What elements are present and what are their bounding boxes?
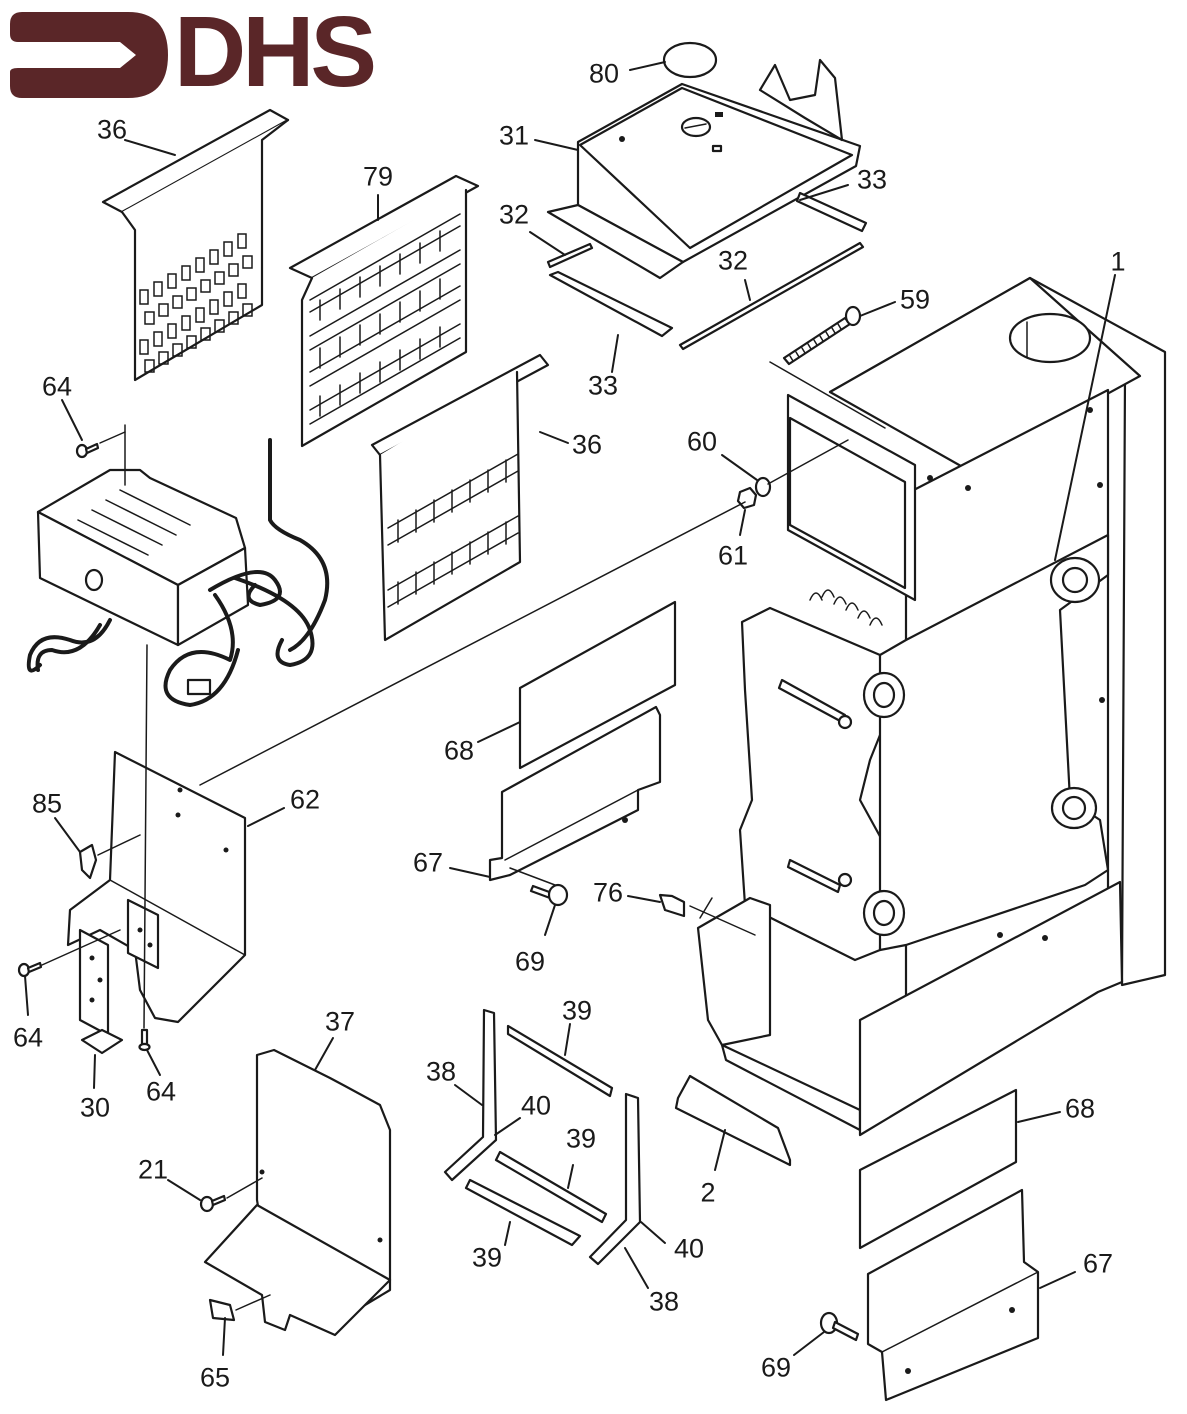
callout-79: 79 <box>362 161 394 192</box>
callout-68: 68 <box>443 735 475 766</box>
callout-21: 21 <box>137 1154 169 1185</box>
insulation-panel-lower <box>858 1088 1018 1250</box>
assembly-lines <box>41 361 886 1311</box>
callout-39: 39 <box>561 995 593 1026</box>
screw-64-bottom <box>138 1028 151 1052</box>
liner-strip-39-mid <box>494 1150 608 1224</box>
wing-nut <box>78 843 98 880</box>
arrow-right-icon <box>10 12 168 98</box>
callout-59: 59 <box>899 284 931 315</box>
o-ring-gasket <box>662 41 718 79</box>
callout-67: 67 <box>412 847 444 878</box>
mounting-bracket-30 <box>78 898 160 1055</box>
baffle-panel-left <box>101 108 290 382</box>
control-box <box>26 438 330 707</box>
callout-61: 61 <box>717 540 749 571</box>
callout-69: 69 <box>760 1352 792 1383</box>
callout-38: 38 <box>425 1056 457 1087</box>
gasket-strip-32-right <box>678 241 865 351</box>
logo-text: DHS <box>174 0 377 108</box>
baffle-panel-center <box>288 174 480 448</box>
angle-liner-38-right <box>588 1092 642 1266</box>
callout-1: 1 <box>1110 246 1126 277</box>
screw-64-left <box>17 961 43 978</box>
callout-37: 37 <box>324 1006 356 1037</box>
callout-62: 62 <box>289 784 321 815</box>
washer <box>754 476 772 498</box>
bottom-panel <box>203 1048 392 1337</box>
insulation-panel-upper <box>518 600 677 770</box>
callout-31: 31 <box>498 120 530 151</box>
gasket-strip-33-left <box>548 270 674 338</box>
long-bolt <box>782 305 862 366</box>
shoulder-bolt-upper <box>529 883 569 907</box>
clip-65 <box>208 1298 236 1322</box>
callout-64: 64 <box>41 371 73 402</box>
screw-64-top <box>75 442 100 459</box>
callout-80: 80 <box>588 58 620 89</box>
callout-33: 33 <box>856 164 888 195</box>
callout-2: 2 <box>700 1177 716 1208</box>
callout-32: 32 <box>717 245 749 276</box>
liner-strip-39-low <box>464 1178 582 1247</box>
callout-69: 69 <box>514 946 546 977</box>
shoulder-bolt-lower <box>819 1311 860 1342</box>
access-panel-upper <box>488 705 662 882</box>
callout-64: 64 <box>12 1022 44 1053</box>
baffle-panel-right <box>370 353 550 642</box>
angle-liner-38-left <box>443 1008 498 1182</box>
access-panel-lower <box>866 1188 1040 1402</box>
liner-strip-39-top <box>506 1024 614 1098</box>
control-mounting-bracket <box>66 750 247 1024</box>
callout-39: 39 <box>471 1242 503 1273</box>
clip-76 <box>658 893 686 918</box>
cabinet-heat-exchanger <box>696 276 1167 1137</box>
callout-68: 68 <box>1064 1093 1096 1124</box>
screw-21 <box>199 1194 227 1213</box>
gasket-strip-33-right <box>795 191 868 233</box>
callout-64: 64 <box>145 1076 177 1107</box>
callout-40: 40 <box>673 1233 705 1264</box>
gasket-strip-32-left <box>546 242 594 269</box>
callout-36: 36 <box>96 114 128 145</box>
callout-33: 33 <box>587 370 619 401</box>
callout-76: 76 <box>592 877 624 908</box>
callout-38: 38 <box>648 1286 680 1317</box>
callout-36: 36 <box>571 429 603 460</box>
callout-32: 32 <box>498 199 530 230</box>
callout-leaders <box>24 61 1116 1356</box>
callout-60: 60 <box>686 426 718 457</box>
callout-67: 67 <box>1082 1248 1114 1279</box>
dhs-logo: DHS <box>8 2 378 102</box>
burner-baffle <box>674 1074 792 1167</box>
top-flue-collector <box>546 58 862 280</box>
callout-85: 85 <box>31 788 63 819</box>
callout-40: 40 <box>520 1090 552 1121</box>
callout-30: 30 <box>79 1092 111 1123</box>
callout-65: 65 <box>199 1362 231 1393</box>
callout-39: 39 <box>565 1123 597 1154</box>
